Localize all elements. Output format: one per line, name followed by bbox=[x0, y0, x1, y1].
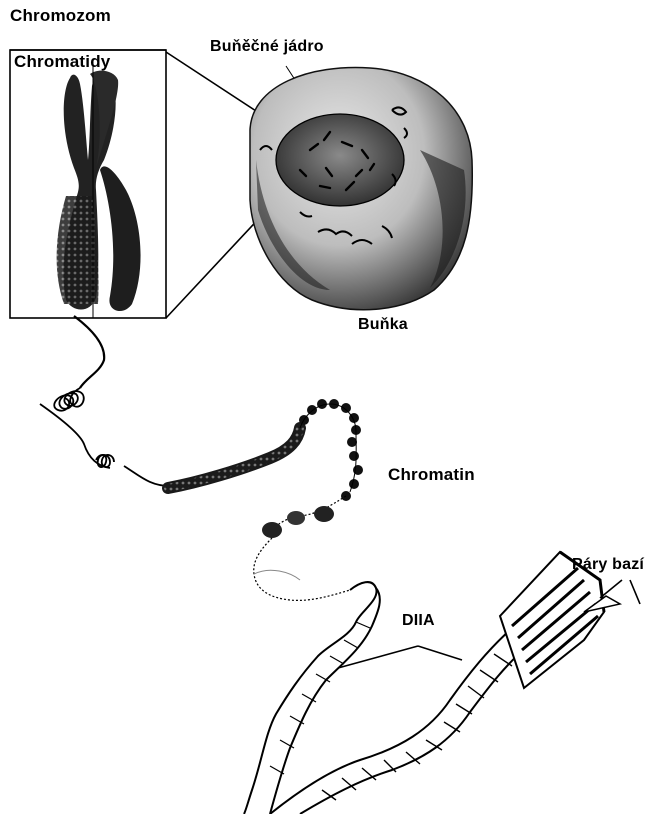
chromatin-label: Chromatin bbox=[388, 465, 475, 485]
cell-illustration bbox=[250, 68, 472, 310]
base-pairs-label: Páry bazí bbox=[572, 556, 644, 574]
nucleus-label: Buňěčné jádro bbox=[210, 38, 324, 56]
nucleus-icon bbox=[276, 114, 404, 206]
chromatin-fiber bbox=[40, 316, 170, 486]
solenoid-fiber bbox=[168, 399, 363, 501]
dna-label: DIIA bbox=[402, 612, 435, 630]
nucleosomes bbox=[254, 496, 350, 600]
cell-label: Buňka bbox=[358, 316, 408, 334]
chromosome-icon bbox=[57, 60, 141, 318]
chromatids-label: Chromatidy bbox=[14, 52, 110, 72]
chromosome-label: Chromozom bbox=[10, 6, 111, 26]
